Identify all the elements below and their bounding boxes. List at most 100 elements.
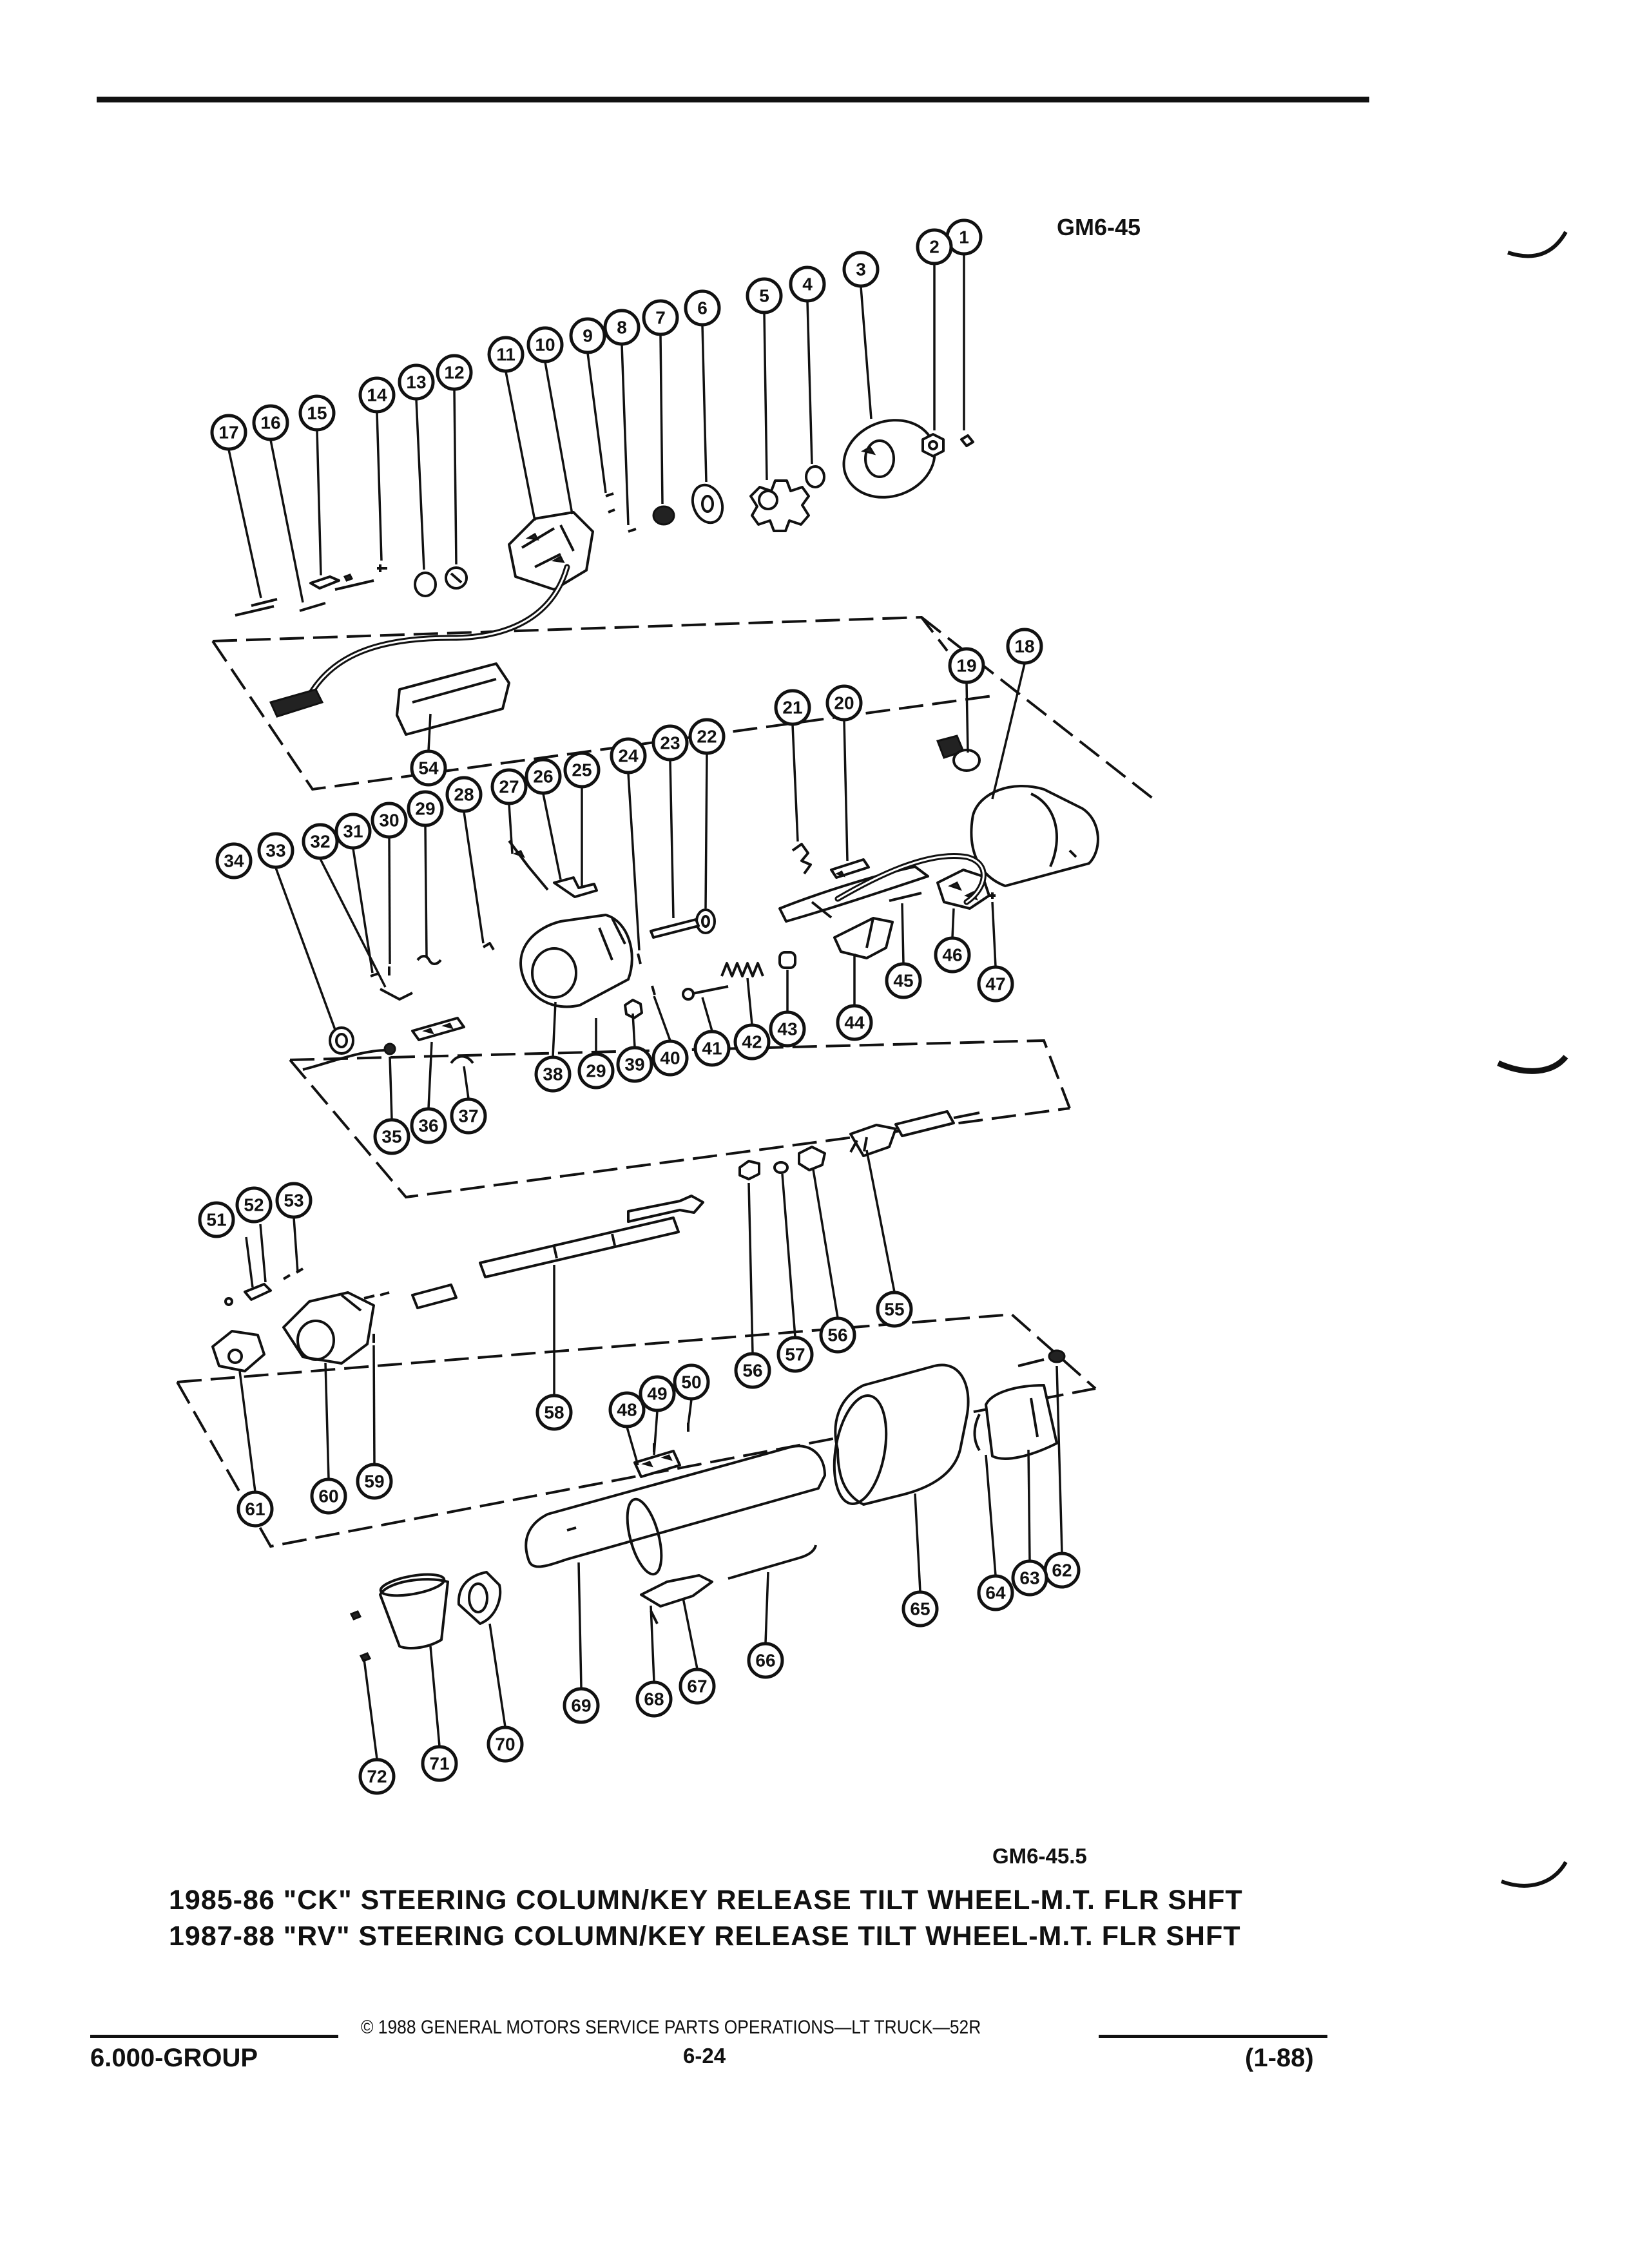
part-sleeve-58a bbox=[411, 1283, 458, 1309]
svg-text:50: 50 bbox=[681, 1372, 701, 1392]
svg-text:6: 6 bbox=[697, 298, 708, 318]
part-adapter-70 bbox=[457, 1571, 502, 1625]
svg-text:15: 15 bbox=[307, 403, 327, 423]
callout-62: 62 bbox=[1043, 1552, 1081, 1589]
callout-54: 54 bbox=[410, 749, 447, 787]
part-screws-72 bbox=[349, 1610, 372, 1662]
callout-57: 57 bbox=[776, 1336, 814, 1373]
callout-60: 60 bbox=[310, 1477, 347, 1515]
part-lever-25-26 bbox=[553, 876, 598, 898]
svg-text:12: 12 bbox=[444, 363, 464, 383]
part-washer-34 bbox=[329, 1026, 354, 1055]
svg-text:32: 32 bbox=[310, 832, 330, 852]
svg-text:69: 69 bbox=[571, 1696, 591, 1716]
callout-56-right: 56 bbox=[819, 1316, 856, 1354]
svg-text:30: 30 bbox=[379, 811, 399, 831]
part-connector-top bbox=[269, 688, 324, 718]
part-rod-27 bbox=[508, 840, 549, 891]
part-spring-57 bbox=[773, 1161, 789, 1174]
callout-39: 39 bbox=[616, 1046, 653, 1083]
part-wiring-harness-top bbox=[306, 564, 570, 699]
svg-text:24: 24 bbox=[618, 746, 639, 766]
callout-18: 18 bbox=[1006, 628, 1043, 665]
part-jacket-65 bbox=[833, 1363, 970, 1506]
svg-text:38: 38 bbox=[543, 1064, 563, 1084]
callout-7: 7 bbox=[642, 299, 679, 336]
part-screw-47 bbox=[989, 892, 996, 899]
svg-text:64: 64 bbox=[985, 1583, 1006, 1603]
footer-rule-left bbox=[90, 2035, 338, 2038]
part-lock-housing-38 bbox=[519, 914, 633, 1008]
svg-text:46: 46 bbox=[942, 945, 962, 965]
callout-12: 12 bbox=[436, 354, 473, 391]
part-sector-23 bbox=[650, 918, 700, 939]
part-rack-41 bbox=[682, 985, 729, 1001]
callout-15: 15 bbox=[298, 394, 336, 432]
part-bolts-59 bbox=[360, 1291, 390, 1343]
part-wiring-harness-mid bbox=[834, 853, 987, 905]
callout-71: 71 bbox=[421, 1745, 458, 1782]
part-lock-sector-15 bbox=[309, 573, 354, 590]
callout-29-lower: 29 bbox=[577, 1052, 615, 1090]
svg-text:11: 11 bbox=[496, 345, 516, 365]
part-lock-actuator-20 bbox=[830, 858, 870, 879]
part-turn-signal-spring bbox=[652, 505, 675, 526]
part-pin-17 bbox=[251, 598, 278, 607]
svg-text:54: 54 bbox=[418, 758, 439, 778]
svg-text:48: 48 bbox=[617, 1400, 637, 1420]
svg-text:31: 31 bbox=[343, 822, 363, 841]
footer-rule-right bbox=[1099, 2035, 1327, 2038]
callout-14: 14 bbox=[358, 376, 396, 414]
svg-text:67: 67 bbox=[687, 1677, 707, 1696]
svg-text:1: 1 bbox=[959, 227, 969, 247]
part-shaft-45 bbox=[889, 892, 922, 902]
svg-text:62: 62 bbox=[1052, 1561, 1072, 1581]
part-bearing-33 bbox=[380, 988, 413, 1001]
svg-text:7: 7 bbox=[655, 308, 666, 328]
callout-40: 40 bbox=[651, 1039, 689, 1077]
svg-text:58: 58 bbox=[544, 1403, 564, 1423]
callout-42: 42 bbox=[733, 1023, 771, 1061]
part-plug-62 bbox=[1017, 1349, 1066, 1367]
part-washer-13 bbox=[414, 572, 437, 597]
callout-66: 66 bbox=[747, 1642, 784, 1679]
svg-text:28: 28 bbox=[454, 785, 474, 805]
svg-text:8: 8 bbox=[617, 318, 627, 338]
part-coupling-55 bbox=[849, 1110, 980, 1157]
callout-25: 25 bbox=[563, 751, 601, 789]
part-buzzer-35 bbox=[302, 1043, 396, 1071]
svg-text:68: 68 bbox=[644, 1689, 664, 1709]
part-shift-tube-63 bbox=[985, 1384, 1058, 1460]
callout-59: 59 bbox=[356, 1463, 393, 1500]
svg-text:3: 3 bbox=[856, 260, 866, 280]
callout-13: 13 bbox=[398, 363, 435, 401]
part-housing-cover-18 bbox=[970, 785, 1099, 887]
svg-text:63: 63 bbox=[1019, 1568, 1039, 1588]
part-support-60 bbox=[282, 1291, 375, 1365]
assembly-plane-1 bbox=[211, 615, 1155, 800]
callout-56-left: 56 bbox=[734, 1352, 771, 1389]
svg-text:34: 34 bbox=[224, 851, 244, 871]
svg-text:35: 35 bbox=[381, 1127, 401, 1147]
callout-29-upper: 29 bbox=[407, 790, 444, 827]
callout-10: 10 bbox=[526, 326, 564, 363]
part-bracket-44 bbox=[833, 917, 894, 959]
svg-text:51: 51 bbox=[206, 1210, 226, 1230]
part-screws-49-50 bbox=[653, 1423, 689, 1452]
svg-text:25: 25 bbox=[572, 760, 592, 780]
callout-50: 50 bbox=[673, 1363, 710, 1401]
callout-2: 2 bbox=[916, 228, 953, 265]
part-rake-arm-36 bbox=[411, 1017, 465, 1041]
part-lock-plate-cover bbox=[842, 419, 936, 499]
callout-28: 28 bbox=[445, 776, 483, 813]
callout-51: 51 bbox=[198, 1201, 235, 1238]
part-turn-signal-switch bbox=[508, 511, 594, 591]
callout-53: 53 bbox=[275, 1182, 313, 1219]
part-shaft-lock-housing bbox=[778, 865, 929, 923]
part-lower-steering-shaft-58 bbox=[479, 1195, 704, 1278]
part-axis-top bbox=[235, 579, 374, 617]
part-key-warning-switch-19 bbox=[936, 735, 981, 772]
svg-text:49: 49 bbox=[647, 1384, 667, 1404]
svg-text:66: 66 bbox=[755, 1651, 775, 1671]
callout-67: 67 bbox=[679, 1667, 716, 1705]
